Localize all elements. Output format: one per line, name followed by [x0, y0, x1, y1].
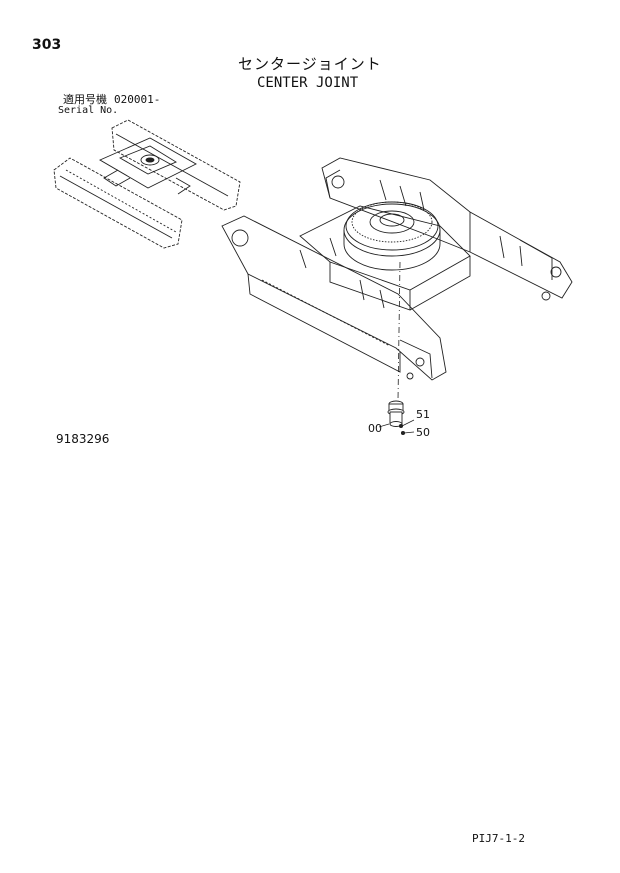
- callout-00: 00: [368, 422, 382, 435]
- assembly-centerline: [397, 261, 401, 401]
- serial-label-english: Serial No.: [58, 105, 119, 116]
- footer-code: PIJ7-1-2: [472, 832, 525, 845]
- track-frame-drawing: [221, 157, 573, 381]
- undercarriage-overview: [53, 119, 241, 249]
- page-number: 303: [32, 37, 62, 53]
- center-joint-part: [387, 400, 406, 436]
- drawing-number: 9183296: [56, 432, 110, 446]
- callout-50: 50: [416, 426, 430, 439]
- serial-label-japanese: 適用号機: [63, 93, 107, 106]
- serial-value: 020001-: [114, 93, 161, 106]
- callout-51: 51: [416, 408, 430, 421]
- callout-leaders: [378, 419, 415, 434]
- title-japanese: センタージョイント: [238, 55, 382, 73]
- title-english: CENTER JOINT: [257, 75, 359, 91]
